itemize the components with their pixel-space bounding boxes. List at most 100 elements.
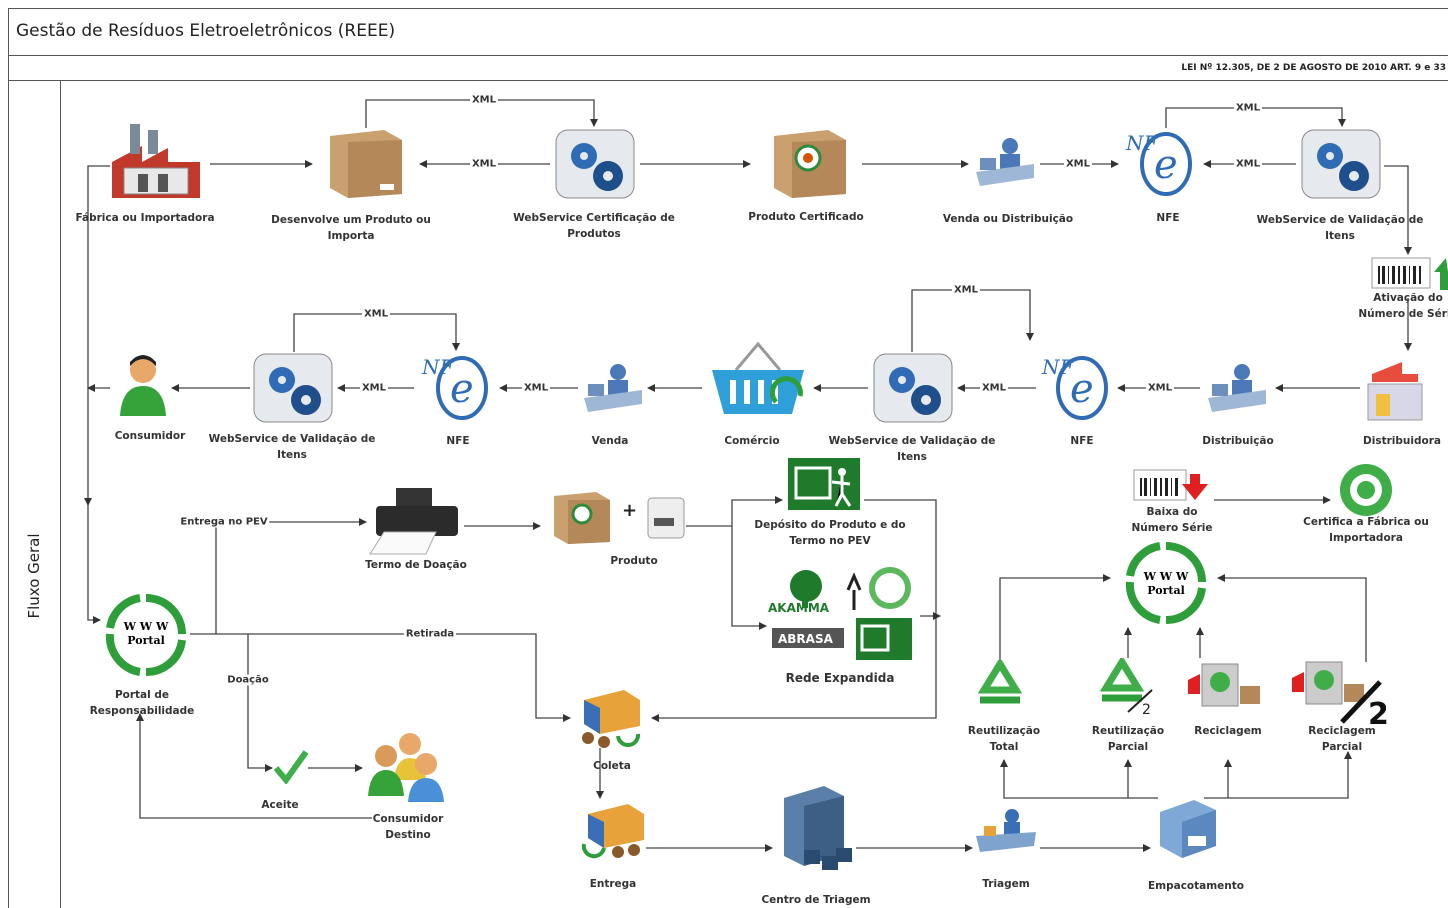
edge-label-xml: XML — [1145, 382, 1175, 394]
node-label-reut-parcial: Reutilização Parcial — [1091, 725, 1165, 753]
svg-text:e: e — [1154, 142, 1178, 188]
seal-icon — [1340, 464, 1392, 516]
node-label-ws-valid: WebService de Validação de Itens — [1256, 214, 1424, 242]
node-label-nfe: NFE — [1156, 212, 1180, 224]
sorting-icon — [976, 809, 1036, 852]
diagram-frame — [8, 8, 1448, 908]
node-label-certifica: Certifica a Fábrica ou Importadora — [1303, 516, 1429, 544]
edge-label-doacao: Doação — [225, 674, 271, 686]
node-label-recic-parcial: Reciclagem Parcial — [1308, 725, 1376, 753]
node-label-comercio: Comércio — [724, 435, 780, 447]
edge — [215, 518, 367, 634]
gears-icon — [1301, 129, 1381, 199]
printer-icon — [369, 488, 458, 555]
node-label-centro: Centro de Triagem — [761, 894, 871, 906]
consumer-icon — [120, 355, 166, 416]
edge-label-xml: XML — [361, 308, 391, 320]
basket-icon — [712, 341, 804, 414]
node-label-entrega: Entrega — [589, 878, 637, 890]
document-icon — [647, 497, 685, 539]
fraction-text: 2 — [1142, 702, 1151, 716]
node-label-distribuidora: Distribuidora — [1363, 435, 1441, 447]
edge — [84, 165, 110, 506]
package-icon — [1160, 800, 1216, 858]
title-row: Gestão de Resíduos Eletroeletrônicos (RE… — [8, 8, 1448, 56]
node-label-baixa: Baixa do Número Série — [1131, 506, 1213, 534]
svg-text:NF: NF — [421, 355, 455, 379]
warehouse-icon — [784, 786, 852, 870]
node-label-coleta: Coleta — [593, 760, 631, 772]
node-label-reciclagem: Reciclagem — [1194, 725, 1262, 737]
node-label-ativacao: Ativação do Número de Série — [1358, 292, 1448, 320]
svg-text:e: e — [1070, 366, 1094, 412]
people-icon — [368, 733, 444, 802]
recycle-icon — [977, 660, 1023, 704]
edge-label-retirada: Retirada — [403, 628, 457, 640]
nfe-icon: NF e — [421, 355, 488, 420]
plus-sign: + — [622, 500, 638, 521]
node-label-desenvolve: Desenvolve um Produto ou Importa — [271, 214, 431, 242]
node-label-termo: Termo de Doação — [365, 559, 467, 571]
edge — [651, 499, 937, 722]
edge-label-xml: XML — [469, 94, 499, 106]
recycling-machine-icon — [1188, 663, 1260, 707]
node-label-fabrica: Fábrica ou Importadora — [75, 212, 215, 224]
node-label-empacotamento: Empacotamento — [1147, 880, 1245, 892]
edge — [731, 526, 767, 630]
node-label-ws-valid: WebService de Validação de Itens — [828, 435, 996, 463]
edge-label-xml: XML — [1233, 158, 1263, 170]
nfe-icon: NF e — [1125, 131, 1192, 196]
node-label-portal: Portal de Responsabilidade — [89, 689, 195, 717]
edge — [999, 574, 1111, 660]
www-text: W W W — [1143, 570, 1189, 583]
node-label-consumidor-destino: Consumidor Destino — [372, 813, 444, 841]
certified-box-icon — [554, 492, 610, 544]
edge — [686, 496, 783, 527]
node-label-deposito: Depósito do Produto e do Termo no PEV — [754, 519, 906, 547]
edge-label-xml: XML — [359, 382, 389, 394]
node-label-venda: Venda — [591, 435, 629, 447]
node-label-ws-cert: WebService Certificação de Produtos — [513, 212, 675, 240]
edge — [87, 505, 101, 624]
person-desk-icon — [1208, 364, 1266, 412]
network-logos-icon: AKAMMA ABRASA — [768, 567, 912, 660]
svg-text:NF: NF — [1041, 355, 1075, 379]
barcode-up-icon — [1371, 257, 1448, 290]
edge-label-xml: XML — [951, 284, 981, 296]
edge-label-xml: XML — [1063, 158, 1093, 170]
edge — [247, 634, 273, 772]
portal-icon: W W W Portal — [105, 594, 186, 676]
portal-icon: W W W Portal — [1125, 542, 1206, 624]
box-icon — [330, 130, 402, 198]
edge — [293, 313, 460, 352]
node-label-prod-cert: Produto Certificado — [748, 211, 864, 223]
edge — [1000, 759, 1158, 799]
edge — [190, 633, 571, 722]
node-label-aceite: Aceite — [261, 799, 299, 811]
node-label-consumidor: Consumidor — [114, 430, 186, 442]
node-label-triagem: Triagem — [982, 878, 1030, 890]
node-label-venda-dist: Venda ou Distribuição — [942, 213, 1074, 225]
recycling-partial-icon: 2 — [1292, 661, 1389, 728]
edge-label-xml: XML — [521, 382, 551, 394]
portal-text: Portal — [127, 634, 165, 647]
certified-box-icon — [774, 130, 846, 198]
law-row: LEI Nº 12.305, DE 2 DE AGOSTO DE 2010 AR… — [8, 56, 1448, 81]
svg-text:NF: NF — [1125, 131, 1159, 155]
nfe-icon: NF e — [1041, 355, 1108, 420]
edge-label-xml: XML — [979, 382, 1009, 394]
checkmark-icon — [273, 750, 308, 784]
node-label-distribuicao: Distribuição — [1202, 435, 1274, 447]
barcode-down-icon — [1133, 469, 1208, 501]
edge — [911, 289, 1034, 352]
edge — [1384, 165, 1412, 255]
person-desk-icon — [584, 364, 642, 412]
portal-text: Portal — [1147, 584, 1185, 597]
edge — [1217, 574, 1367, 662]
distributor-icon — [1367, 362, 1423, 421]
edge-label-entrega-pev: Entrega no PEV — [178, 516, 270, 528]
gears-icon — [253, 353, 333, 423]
person-desk-icon — [976, 138, 1034, 186]
truck-icon — [582, 690, 641, 748]
truck-icon — [581, 804, 644, 859]
